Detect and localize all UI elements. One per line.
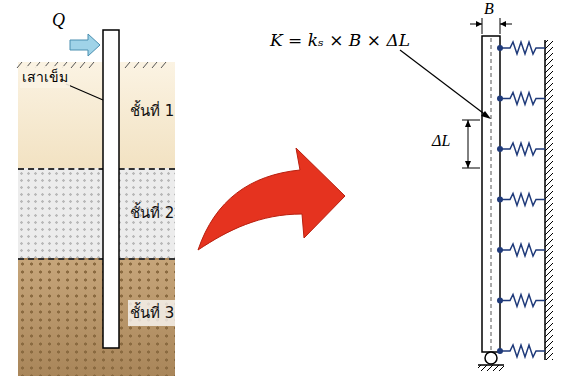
soil-layer: ชั้นที่ 3 — [18, 258, 175, 376]
layer-label: ชั้นที่ 3 — [128, 300, 176, 326]
spacing-label: ΔL — [432, 132, 450, 150]
spring-node — [497, 197, 503, 203]
spring-symbol — [500, 295, 545, 307]
spring-node — [497, 298, 503, 304]
spring-formula: K = kₛ × B × ΔL — [270, 30, 410, 50]
spring-node — [497, 96, 503, 102]
load-label: Q — [52, 10, 65, 31]
spring-node — [497, 247, 503, 253]
spring-symbol — [500, 143, 545, 155]
spring-node — [497, 146, 503, 152]
width-label: B — [484, 0, 494, 18]
spring-symbol — [500, 42, 545, 54]
layer-label: ชั้นที่ 2 — [128, 200, 176, 226]
pile-label: เสาเข็ม — [20, 66, 70, 88]
spring-node — [497, 348, 503, 354]
spring-symbol — [500, 345, 545, 357]
spring-symbol — [500, 93, 545, 105]
spring-node — [497, 45, 503, 51]
spring-symbol — [500, 194, 545, 206]
soil-layer: ชั้นที่ 2 — [18, 168, 175, 258]
spring-symbol — [500, 244, 545, 256]
layer-label: ชั้นที่ 1 — [128, 98, 176, 124]
